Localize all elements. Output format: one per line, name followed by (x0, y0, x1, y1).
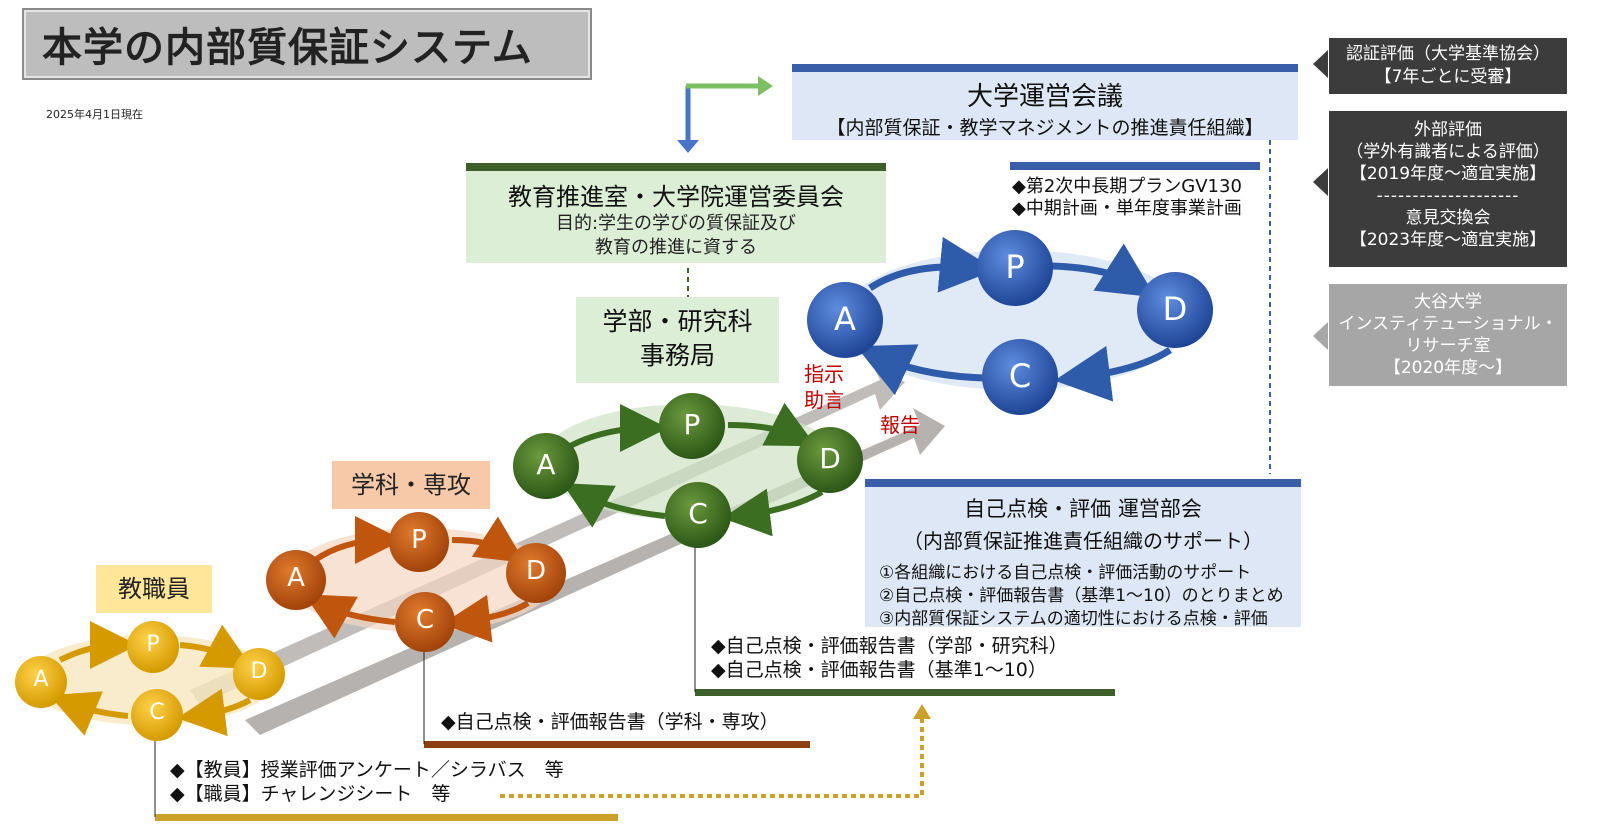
self-eval-item: ①各組織における自己点検・評価活動のサポート (879, 563, 1252, 583)
education-office-box: 教育推進室・大学院運営委員会 目的:学生の学びの質保証及び 教育の推進に資する (466, 163, 886, 263)
green-act-node: A (536, 448, 556, 481)
plan-item: ◆第2次中長期プランGV130 (1012, 176, 1242, 197)
accreditation-line1: 認証評価（大学基準協会） (1346, 44, 1550, 64)
external-line2: （学外有識者による評価） (1346, 142, 1550, 162)
self-eval-name: 自己点検・評価 運営部会 (964, 497, 1202, 521)
plan-item: ◆中期計画・単年度事業計画 (1012, 198, 1242, 219)
ir-line1: 大谷大学 (1414, 292, 1482, 312)
instruction-line2: 助言 (804, 388, 844, 412)
education-office-purpose-1: 目的:学生の学びの質保証及び (555, 213, 797, 234)
external-eval-box: 外部評価 （学外有識者による評価） 【2019年度～適宜実施】 --------… (1329, 111, 1567, 267)
plan-list: ◆第2次中長期プランGV130 ◆中期計画・単年度事業計画 (1012, 176, 1242, 220)
accreditation-box: 認証評価（大学基準協会） 【7年ごとに受審】 (1329, 38, 1567, 94)
instruction-line1: 指示 (804, 362, 844, 386)
report-label: 報告 (880, 413, 920, 437)
external-line1: 外部評価 (1414, 120, 1482, 140)
ir-line2: インスティテューショナル・ (1338, 314, 1558, 334)
plan-bar (1010, 162, 1260, 170)
blue-check-node: C (1008, 357, 1032, 395)
exchange-line1: 意見交換会 (1405, 208, 1491, 228)
green-plan-node: P (683, 408, 701, 441)
self-eval-box: 自己点検・評価 運営部会 （内部質保証推進責任組織のサポート） ①各組織における… (865, 479, 1301, 629)
staff-label: 教職員 (96, 565, 212, 613)
staff-reports: ◆【教員】授業評価アンケート／シラバス 等 ◆【職員】チャレンジシート 等 (170, 758, 564, 806)
self-eval-list: ①各組織における自己点検・評価活動のサポート ②自己点検・評価報告書（基準1～1… (879, 562, 1301, 631)
blue-plan-node: P (1005, 248, 1025, 286)
as-of-date: 2025年4月1日現在 (46, 108, 143, 121)
staff-report-1: ◆【教員】授業評価アンケート／シラバス 等 (170, 759, 564, 781)
ir-line3: リサーチ室 (1405, 336, 1491, 356)
faculty-report-1: ◆自己点検・評価報告書（学部・研究科） (711, 635, 1068, 657)
ir-office-box: 大谷大学 インスティテューショナル・ リサーチ室 【2020年度～】 (1329, 284, 1567, 386)
department-report: ◆自己点検・評価報告書（学科・専攻） (441, 711, 779, 733)
faculty-report-2: ◆自己点検・評価報告書（基準1～10） (711, 659, 1047, 681)
accreditation-line2: 【7年ごとに受審】 (1374, 67, 1522, 87)
faculty-office-line2: 事務局 (639, 341, 715, 370)
staff-report-2: ◆【職員】チャレンジシート 等 (170, 783, 451, 805)
page-title: 本学の内部質保証システム (22, 8, 592, 80)
orange-plan-node: P (411, 525, 427, 555)
education-office-name: 教育推進室・大学院運営委員会 (508, 183, 844, 211)
self-eval-subtitle: （内部質保証推進責任組織のサポート） (903, 529, 1263, 553)
council-box: 大学運営会議 【内部質保証・教学マネジメントの推進責任組織】 (792, 64, 1298, 140)
orange-act-node: A (287, 563, 305, 593)
self-eval-item: ③内部質保証システムの適切性における点検・評価 (879, 609, 1268, 629)
council-name: 大学運営会議 (966, 82, 1123, 112)
council-subtitle: 【内部質保証・教学マネジメントの推進責任組織】 (826, 117, 1264, 139)
green-do-node: D (819, 442, 841, 475)
gold-act-node: A (33, 667, 49, 692)
gold-check-node: C (149, 700, 165, 725)
ir-line4: 【2020年度～】 (1383, 358, 1513, 378)
education-office-purpose-2: 教育の推進に資する (595, 237, 757, 258)
report-arrow (245, 408, 945, 735)
gold-do-node: D (250, 659, 268, 684)
faculty-office-line1: 学部・研究科 (602, 307, 753, 336)
divider: -------------------- (1376, 186, 1520, 206)
faculty-office-box: 学部・研究科 事務局 (576, 297, 779, 383)
gold-plan-node: P (146, 632, 160, 657)
exchange-line2: 【2023年度～適宜実施】 (1349, 230, 1547, 250)
orange-do-node: D (525, 556, 547, 586)
instruction-label: 指示 助言 (804, 361, 844, 413)
green-check-node: C (688, 497, 708, 530)
faculty-reports: ◆自己点検・評価報告書（学部・研究科） ◆自己点検・評価報告書（基準1～10） (711, 634, 1068, 682)
self-eval-item: ②自己点検・評価報告書（基準1～10）のとりまとめ (879, 586, 1284, 606)
department-label: 学科・専攻 (332, 461, 490, 509)
blue-do-node: D (1162, 290, 1188, 328)
orange-check-node: C (415, 605, 435, 635)
blue-act-node: A (834, 300, 856, 338)
external-line3: 【2019年度～適宜実施】 (1349, 164, 1547, 184)
